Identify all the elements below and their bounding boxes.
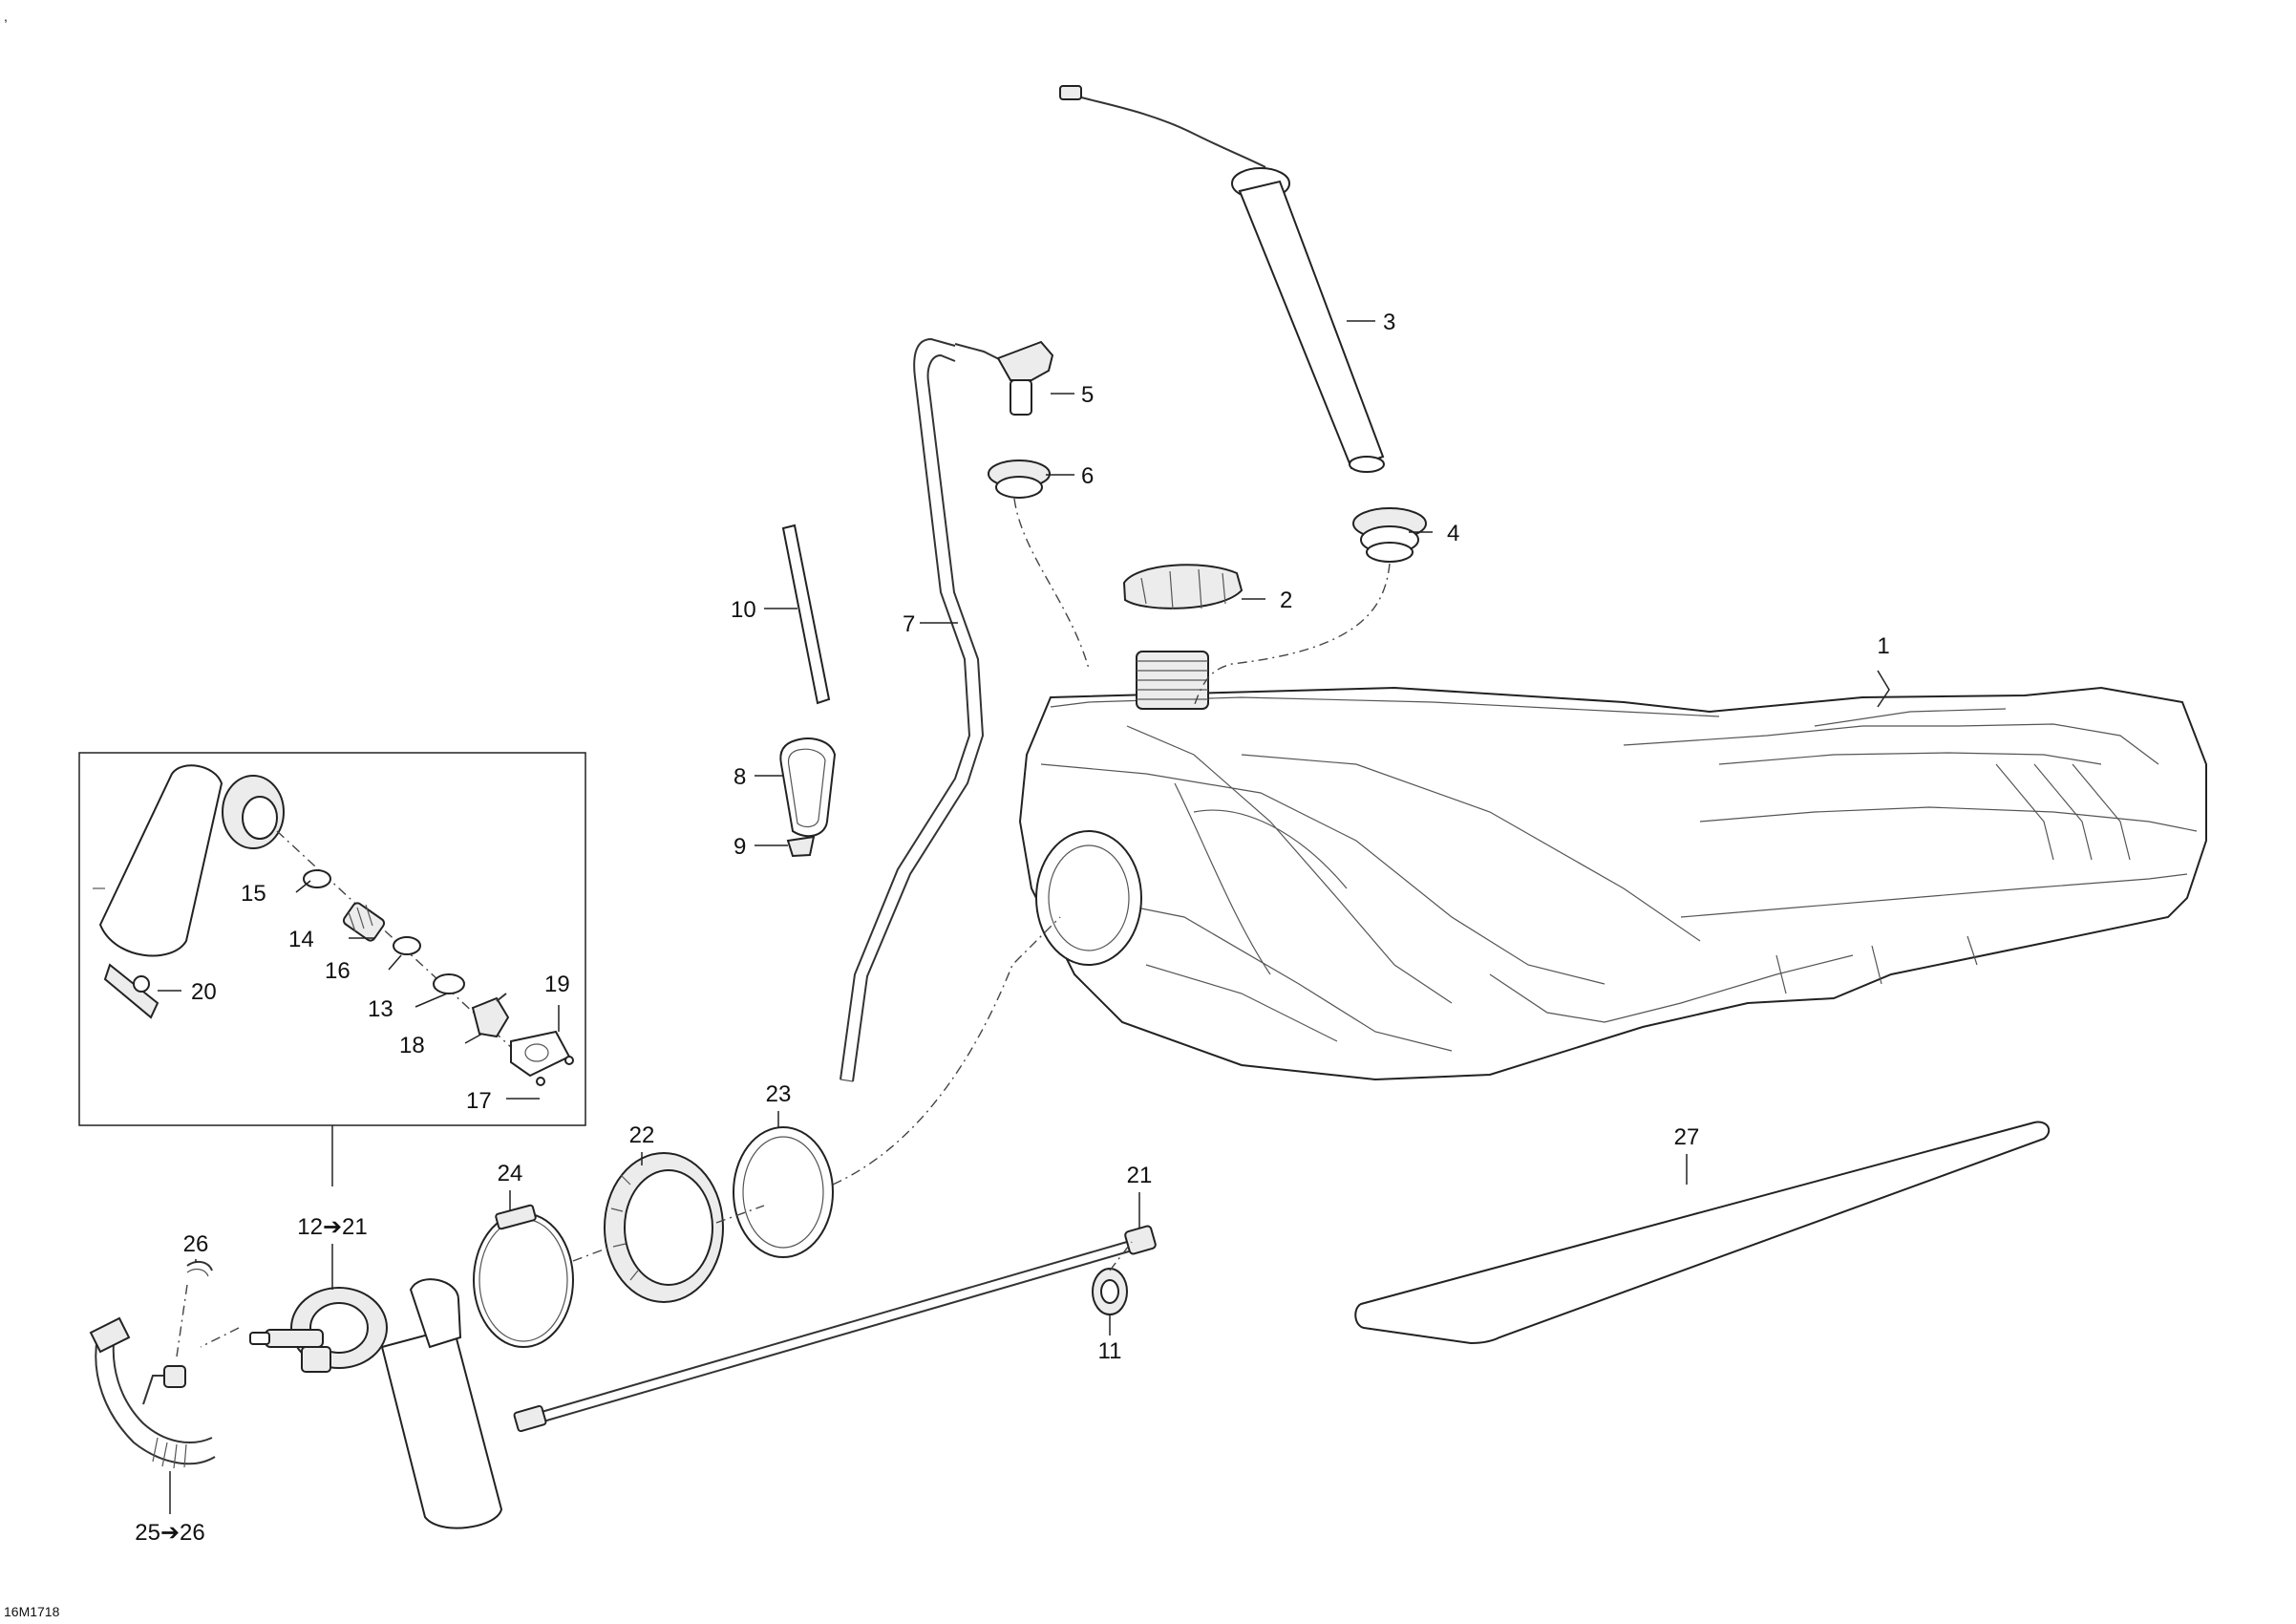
grommet-part-6[interactable]: [988, 459, 1051, 499]
corner-mark: ,: [4, 9, 8, 24]
callout-labels: 1 2 3 4 5 6 7 8 9 10 11 12➔21 13 14 15 1…: [135, 310, 1889, 1546]
fuel-tank-part-1[interactable]: [1018, 651, 2207, 1081]
pump-detail-inset: [78, 752, 586, 1186]
callout-23: 23: [766, 1081, 792, 1107]
clamp-part-24[interactable]: [473, 1204, 574, 1348]
callout-2: 2: [1280, 588, 1292, 613]
callout-3: 3: [1383, 310, 1395, 335]
callout-14: 14: [288, 927, 314, 952]
pad-part-27[interactable]: [1354, 1121, 2051, 1345]
washer-part-11[interactable]: [1092, 1268, 1128, 1315]
callout-17: 17: [466, 1088, 492, 1114]
callout-18: 18: [399, 1033, 425, 1058]
assembly-lines: [176, 498, 1391, 1357]
callout-4: 4: [1447, 521, 1459, 546]
grommet-part-4[interactable]: [1352, 507, 1427, 563]
callout-19: 19: [544, 972, 570, 997]
callout-8: 8: [733, 764, 746, 790]
callout-21: 21: [1127, 1163, 1153, 1188]
rod-part-10[interactable]: [781, 524, 831, 705]
callout-27: 27: [1674, 1124, 1700, 1150]
callout-1: 1: [1877, 633, 1889, 659]
callout-9: 9: [733, 834, 746, 860]
callout-12-to-21: 12➔21: [297, 1214, 368, 1240]
valve-part-5[interactable]: [954, 340, 1054, 416]
callout-7: 7: [903, 611, 915, 637]
callout-26: 26: [183, 1231, 209, 1257]
lock-ring-part-22[interactable]: [604, 1152, 724, 1303]
callout-5: 5: [1081, 382, 1094, 408]
callout-11: 11: [1098, 1338, 1122, 1364]
vent-hose-part-7[interactable]: [840, 337, 985, 1082]
callout-6: 6: [1081, 463, 1094, 489]
callout-leaders: [158, 320, 1890, 1514]
clip-part-9[interactable]: [786, 835, 816, 858]
callout-16: 16: [325, 958, 351, 984]
clip-part-26[interactable]: [186, 1260, 213, 1277]
callout-13: 13: [368, 996, 393, 1022]
callout-15: 15: [241, 881, 266, 907]
gasket-part-8[interactable]: [779, 737, 837, 838]
drawing-code: 16M1718: [4, 1604, 60, 1619]
callout-20: 20: [191, 979, 217, 1005]
callout-10: 10: [731, 597, 756, 623]
filler-cap-part-2[interactable]: [1122, 564, 1244, 610]
callout-22: 22: [629, 1122, 655, 1148]
level-rod-part-21[interactable]: [513, 1225, 1157, 1433]
callout-24: 24: [498, 1161, 523, 1186]
fuel-pump-assembly-part-12[interactable]: [249, 1278, 503, 1529]
callout-25-to-26: 25➔26: [135, 1520, 205, 1546]
fuel-hose-part-25[interactable]: [89, 1316, 216, 1469]
seal-ring-part-23[interactable]: [733, 1126, 834, 1258]
fuel-level-sensor-part-3[interactable]: [1059, 85, 1385, 473]
